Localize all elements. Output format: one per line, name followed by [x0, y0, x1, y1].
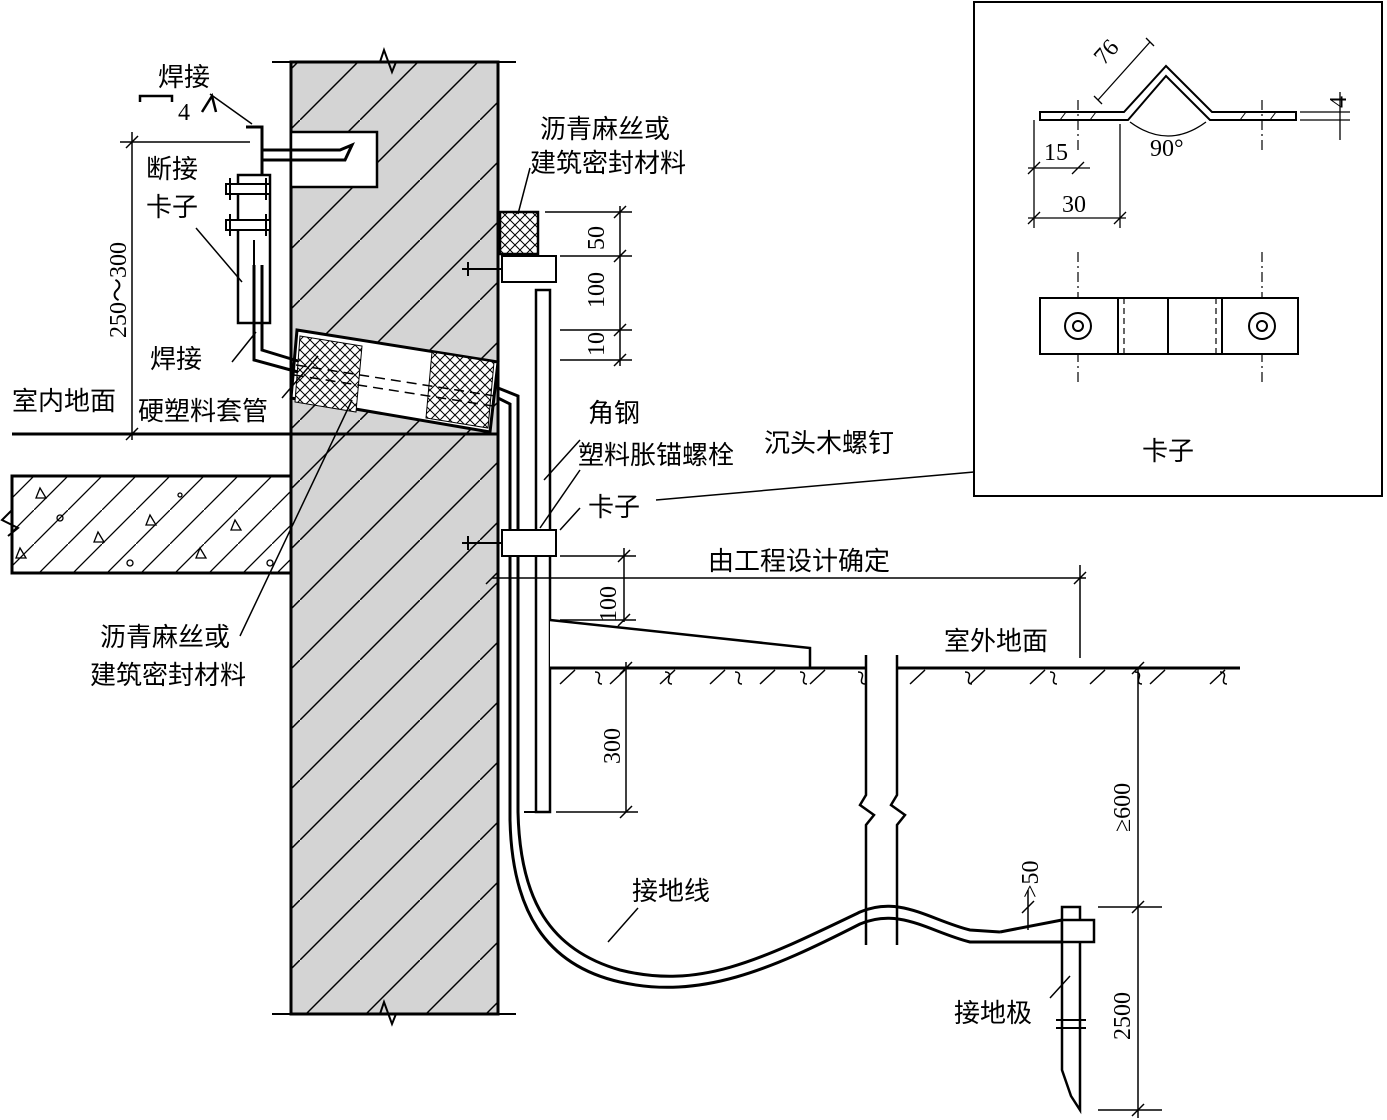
label-weld-bottom: 焊接	[150, 345, 202, 375]
label-by-design: 由工程设计确定	[708, 547, 890, 577]
dim-2500: 2500	[1110, 992, 1136, 1040]
clamp-profile-hatch	[1059, 111, 1277, 121]
conductor-through-wall	[252, 265, 299, 374]
dim-10: 10	[584, 332, 610, 356]
label-asphalt-top-1: 沥青麻丝或	[540, 115, 670, 145]
soil-hatch	[559, 669, 1228, 685]
electrode-tab	[1060, 918, 1096, 944]
label-hard-plastic-sleeve: 硬塑料套管	[138, 397, 268, 427]
dim-15: 15	[1044, 140, 1068, 166]
label-asphalt-bottom-2: 建筑密封材料	[90, 661, 246, 691]
label-outdoor-ground: 室外地面	[944, 627, 1048, 657]
ground-electrode	[1060, 905, 1082, 1115]
dim-gt50: >50	[1018, 860, 1044, 898]
clamp-bolts	[225, 178, 271, 236]
clamp-detail-box	[973, 1, 1383, 497]
label-ground-wire: 接地线	[632, 877, 710, 907]
leader-lines	[138, 92, 1071, 999]
break-gap	[858, 655, 907, 945]
label-countersunk-screw: 沉头木螺钉	[764, 429, 894, 459]
dim-100a: 100	[584, 272, 610, 308]
ground-wire	[516, 811, 1001, 978]
dim-90: 90°	[1150, 136, 1184, 162]
anchor-bolt-lower	[462, 529, 557, 557]
anchor-bolt-upper	[462, 255, 557, 283]
label-detail-title: 卡子	[1142, 437, 1194, 467]
dim-30: 30	[1062, 192, 1086, 218]
label-plastic-anchor-bolt: 塑料胀锚螺栓	[578, 441, 734, 471]
dim-300: 300	[600, 728, 626, 764]
label-asphalt-bottom-1: 沥青麻丝或	[100, 623, 230, 653]
dim-100b: 100	[596, 586, 622, 622]
label-weld-top: 焊接	[158, 63, 210, 93]
label-asphalt-top-2: 建筑密封材料	[530, 149, 686, 179]
label-clamp-left: 卡子	[146, 193, 198, 223]
slab-break	[0, 509, 20, 537]
detail-dim-lines	[1027, 37, 1350, 228]
wall	[289, 60, 500, 1016]
label-indoor-floor: 室内地面	[12, 387, 116, 417]
dim-600: ≥600	[1110, 783, 1136, 832]
label-break-joint: 断接	[146, 155, 198, 185]
wall-break-bottom	[272, 998, 516, 1027]
dim-4: 4	[1326, 96, 1352, 108]
dim-250-300: 250～300	[106, 242, 132, 338]
outdoor-apron	[549, 618, 812, 670]
dimension-lines	[120, 132, 1162, 1118]
slab-aggregate	[15, 486, 274, 567]
label-weld-size: 4	[178, 100, 190, 126]
sealant-block-top	[498, 210, 540, 256]
clamp-profile	[1039, 64, 1297, 121]
label-angle-steel: 角钢	[588, 399, 640, 429]
conductor-upper	[246, 125, 264, 180]
label-clamp-mid: 卡子	[588, 493, 640, 523]
label-ground-electrode: 接地极	[954, 999, 1032, 1029]
clamp-plan-view	[1039, 297, 1299, 355]
ground-wire-vertical	[497, 386, 520, 812]
anchor-hook	[262, 142, 355, 162]
wall-break-top	[272, 46, 516, 75]
dim-50: 50	[584, 226, 610, 250]
